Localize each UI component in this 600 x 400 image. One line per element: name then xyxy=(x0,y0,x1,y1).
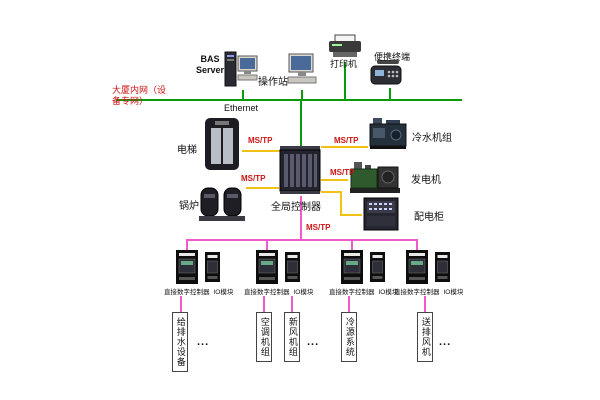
ellipsis-1: ... xyxy=(197,336,210,348)
ddc-group-label-2: 直接数字控制器 IO模块 xyxy=(244,286,313,296)
mstp-line-chiller xyxy=(321,146,368,148)
mstp-line-cabinet-v xyxy=(340,191,342,216)
mstp-label-4: MS/TP xyxy=(241,174,266,183)
elevator-icon xyxy=(202,116,242,172)
printer-icon xyxy=(327,34,363,60)
ddc-label: 直接数字控制器 xyxy=(164,289,210,296)
system-box-air-conditioning-unit: 空调机组 xyxy=(256,312,272,362)
printer-label: 打印机 xyxy=(330,59,358,69)
printer-drop-line xyxy=(344,62,346,99)
io-module-label: IO模块 xyxy=(378,289,399,296)
mstp-line-cabinet-h1 xyxy=(321,191,342,193)
drop-system-5 xyxy=(424,296,426,312)
controller-uplink-line xyxy=(300,101,302,147)
drop-system-1 xyxy=(180,296,182,312)
ddc-group-label-1: 直接数字控制器 IO模块 xyxy=(164,286,233,296)
fieldbus-drop-ddc4 xyxy=(416,240,418,250)
elevator-label: 电梯 xyxy=(177,145,197,156)
ddc-label: 直接数字控制器 xyxy=(329,289,375,296)
drop-system-3 xyxy=(291,296,293,312)
ddc-label: 直接数字控制器 xyxy=(244,289,290,296)
boiler-label: 锅炉 xyxy=(179,201,199,212)
distribution-cabinet-icon xyxy=(362,196,400,232)
generator-icon xyxy=(348,157,402,197)
terminal-drop-line xyxy=(389,88,391,99)
ddc-label: 直接数字控制器 xyxy=(394,289,440,296)
io-module-icon-3 xyxy=(370,252,385,282)
server-drop-line xyxy=(242,90,244,99)
fieldbus-drop-line xyxy=(300,196,302,240)
operator-computer-icon xyxy=(286,52,318,90)
mstp-line-boiler xyxy=(246,187,279,189)
ddc-icon-1 xyxy=(176,250,198,284)
ellipsis-3: ... xyxy=(439,336,452,348)
system-box-supply-exhaust-fan: 送排风机 xyxy=(417,312,433,362)
io-module-icon-4 xyxy=(435,252,450,282)
drop-system-4 xyxy=(348,296,350,312)
mstp-line-generator xyxy=(321,179,348,181)
ddc-group-label-3: 直接数字控制器 IO模块 xyxy=(329,286,398,296)
fieldbus-drop-ddc2 xyxy=(266,240,268,250)
distribution-cabinet-label: 配电柜 xyxy=(414,212,444,223)
drop-system-2 xyxy=(263,296,265,312)
intranet-label: 大厦内网（设 备专网） xyxy=(112,85,167,107)
mstp-label-2: MS/TP xyxy=(334,136,359,145)
ddc-group-label-4: 直接数字控制器 IO模块 xyxy=(394,286,463,296)
mstp-line-cabinet-h2 xyxy=(340,214,362,216)
mstp-label-1: MS/TP xyxy=(248,136,273,145)
global-controller-icon xyxy=(279,144,321,196)
system-box-cold-source-system: 冷源系统 xyxy=(341,312,357,362)
mstp-line-elevator xyxy=(242,150,280,152)
ddc-icon-2 xyxy=(256,250,278,284)
chiller-label: 冷水机组 xyxy=(412,133,452,144)
bas-server-label: BAS Server xyxy=(195,54,225,76)
system-box-water-supply-drainage: 给排水设备 xyxy=(172,312,188,372)
io-module-label: IO模块 xyxy=(443,289,464,296)
ellipsis-2: ... xyxy=(307,336,320,348)
fieldbus-line xyxy=(186,239,418,241)
ethernet-line xyxy=(116,99,462,101)
portable-terminal-icon xyxy=(369,58,409,88)
boiler-icon xyxy=(197,182,247,224)
portable-terminal-label: 便携终端 xyxy=(374,52,411,62)
mstp-label-5: MS/TP xyxy=(306,223,331,232)
io-module-label: IO模块 xyxy=(213,289,234,296)
server-computer-icon xyxy=(224,48,258,94)
fieldbus-drop-ddc3 xyxy=(351,240,353,250)
fieldbus-drop-ddc1 xyxy=(186,240,188,250)
mstp-label-3: MS/TP xyxy=(330,168,355,177)
generator-label: 发电机 xyxy=(411,175,441,186)
system-box-fresh-air-unit: 新风机组 xyxy=(284,312,300,362)
ethernet-label: Ethernet xyxy=(224,103,259,113)
operator-station-label: 操作站 xyxy=(258,77,288,88)
chiller-icon xyxy=(368,114,408,152)
ddc-icon-4 xyxy=(406,250,428,284)
global-controller-label: 全局控制器 xyxy=(271,202,321,213)
ddc-icon-3 xyxy=(341,250,363,284)
io-module-icon-1 xyxy=(205,252,220,282)
io-module-icon-2 xyxy=(285,252,300,282)
operator-drop-line xyxy=(301,90,303,99)
io-module-label: IO模块 xyxy=(293,289,314,296)
